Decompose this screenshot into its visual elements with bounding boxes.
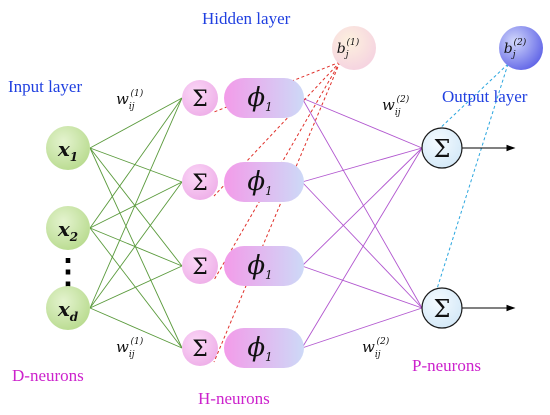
svg-text:bj(2): bj(2) [504,37,527,60]
hidden-output-edge [301,265,423,309]
output-layer-label: Output layer [442,87,528,106]
svg-text:x1: x1 [57,137,78,164]
input-ellipsis: ⋮ [51,252,85,292]
output-node-1: Σ [421,127,463,169]
input-node-d: xd [46,286,90,330]
hidden-output-connections [301,97,423,349]
sum-node [182,80,218,116]
output-arrows [462,144,516,312]
sum-node [182,330,218,366]
input-hidden-edge [89,307,183,349]
input-node-1: x1 [46,126,90,170]
hidden-output-edge [301,307,423,349]
bias1-edge [213,61,341,363]
output-arrowhead-2 [506,304,516,312]
svg-text:bj(1): bj(1) [337,37,360,60]
bias-node-1: bj(1) [332,26,376,70]
weight-label-w1-top: wij(1) [116,88,144,112]
input-hidden-edge [89,147,183,183]
svg-text:x2: x2 [57,217,78,244]
hidden-output-edge [301,147,423,349]
input-hidden-edge [89,97,183,309]
input-hidden-edge [89,227,183,349]
output-arrowhead-1 [506,144,516,152]
input-hidden-edge [89,227,183,267]
d-neurons-label: D-neurons [12,366,84,385]
input-hidden-edge [89,181,183,309]
sum-symbol: Σ [192,87,208,112]
activation-block [224,246,304,286]
bias-node-2: bj(2) [499,26,543,70]
svg-text:wij(2): wij(2) [362,336,390,360]
activation-symbol: ϕ1 [247,167,272,198]
activation-block [224,328,304,368]
input-hidden-edge [89,265,183,309]
activation-block [224,162,304,202]
hidden-output-edge [301,97,423,149]
output-node-2: Σ [421,287,463,329]
input-layer-label: Input layer [8,77,82,96]
hidden-output-edge [301,181,423,309]
input-hidden-edge [89,97,183,149]
sum-symbol: Σ [192,255,208,280]
input-node-2: x2 [46,206,90,250]
hidden-layer-label: Hidden layer [202,9,291,28]
p-neurons-label: P-neurons [412,356,481,375]
input-hidden-edge [89,147,183,267]
svg-text:wij(1): wij(1) [116,336,144,360]
svg-text:wij(1): wij(1) [116,88,144,112]
sum-node [182,248,218,284]
bias2-edge [435,63,509,293]
weight-label-w1-bottom: wij(1) [116,336,144,360]
bias1-edge [213,61,341,281]
activation-symbol: ϕ1 [247,83,272,114]
h-neurons-label: H-neurons [198,389,270,408]
input-nodes: x1 x2 ⋮ xd [46,126,90,330]
hidden-output-edge [301,97,423,309]
sum-symbol: Σ [192,337,208,362]
activation-symbol: ϕ1 [247,251,272,282]
bias2-edge [435,63,509,133]
svg-text:Σ: Σ [434,135,451,163]
svg-text:Σ: Σ [434,295,451,323]
activation-symbol: ϕ1 [247,333,272,364]
svg-text:xd: xd [57,297,79,324]
hidden-output-edge [301,147,423,183]
bias2-connections [435,63,509,293]
hidden-output-edge [301,147,423,267]
weight-label-w2-bottom: wij(2) [362,336,390,360]
activation-block [224,78,304,118]
output-nodes: Σ Σ [421,127,463,329]
input-hidden-edge [89,181,183,229]
input-hidden-edge [89,147,183,349]
sum-node [182,164,218,200]
sum-symbol: Σ [192,171,208,196]
input-hidden-connections [89,97,183,349]
svg-text:wij(2): wij(2) [382,94,410,118]
input-hidden-edge [89,97,183,229]
weight-label-w2-top: wij(2) [382,94,410,118]
